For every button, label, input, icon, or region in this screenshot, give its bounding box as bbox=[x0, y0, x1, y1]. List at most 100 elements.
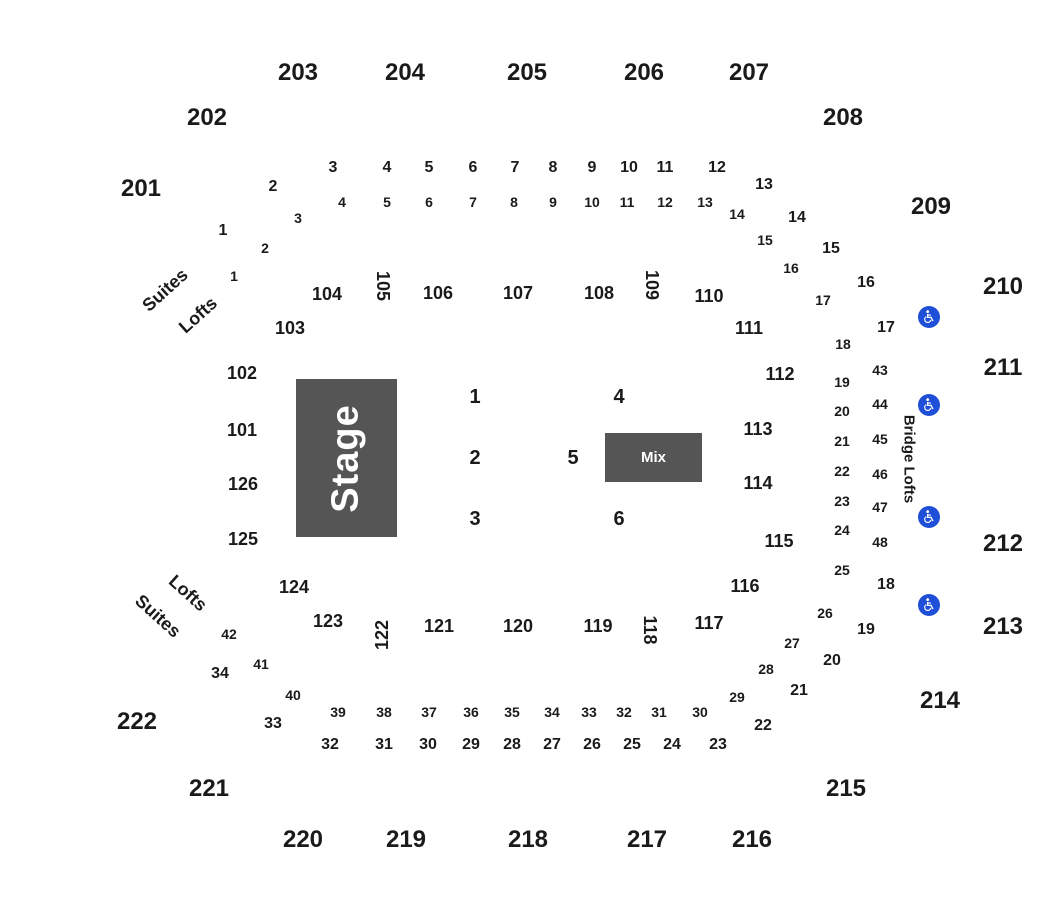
upper-section-210[interactable]: 210 bbox=[982, 273, 1024, 300]
lower-section-121[interactable]: 121 bbox=[423, 616, 455, 636]
suite-outer-11[interactable]: 11 bbox=[656, 159, 674, 176]
upper-section-203[interactable]: 203 bbox=[277, 59, 319, 86]
suite-inner-14[interactable]: 14 bbox=[729, 206, 745, 222]
lower-section-110[interactable]: 110 bbox=[694, 286, 724, 306]
suite-inner-37[interactable]: 37 bbox=[421, 704, 437, 720]
suite-outer-8[interactable]: 8 bbox=[548, 159, 558, 176]
lower-section-107[interactable]: 107 bbox=[502, 283, 534, 303]
lower-section-108[interactable]: 108 bbox=[583, 283, 615, 303]
lower-section-124[interactable]: 124 bbox=[278, 577, 310, 597]
suite-outer-31[interactable]: 31 bbox=[375, 736, 393, 753]
lower-section-115[interactable]: 115 bbox=[764, 531, 794, 551]
upper-section-205[interactable]: 205 bbox=[506, 59, 548, 86]
suite-inner-1[interactable]: 1 bbox=[230, 268, 238, 284]
upper-section-218[interactable]: 218 bbox=[507, 826, 549, 853]
suite-outer-15[interactable]: 15 bbox=[822, 240, 840, 257]
suite-inner-21[interactable]: 21 bbox=[834, 433, 850, 449]
upper-section-213[interactable]: 213 bbox=[982, 613, 1024, 640]
upper-section-214[interactable]: 214 bbox=[919, 687, 961, 714]
suite-inner-7[interactable]: 7 bbox=[469, 194, 477, 210]
suite-outer-1[interactable]: 1 bbox=[218, 222, 228, 239]
lower-section-123[interactable]: 123 bbox=[312, 611, 344, 631]
suite-inner-42[interactable]: 42 bbox=[221, 626, 237, 642]
suite-inner-27[interactable]: 27 bbox=[784, 635, 800, 651]
suite-inner-4[interactable]: 4 bbox=[338, 194, 346, 210]
suite-outer-14[interactable]: 14 bbox=[788, 209, 806, 226]
bridge-loft-45[interactable]: 45 bbox=[872, 431, 888, 447]
suite-outer-9[interactable]: 9 bbox=[587, 159, 597, 176]
suite-inner-30[interactable]: 30 bbox=[692, 704, 708, 720]
suite-outer-23[interactable]: 23 bbox=[709, 736, 727, 753]
lower-section-112[interactable]: 112 bbox=[765, 364, 795, 384]
lower-section-122[interactable]: 122 bbox=[372, 619, 392, 651]
suite-inner-5[interactable]: 5 bbox=[383, 194, 391, 210]
suite-outer-7[interactable]: 7 bbox=[510, 159, 520, 176]
floor-section-3[interactable]: 3 bbox=[469, 508, 481, 530]
suite-inner-39[interactable]: 39 bbox=[330, 704, 346, 720]
suite-outer-28[interactable]: 28 bbox=[503, 736, 521, 753]
suite-inner-16[interactable]: 16 bbox=[783, 260, 799, 276]
suite-outer-24[interactable]: 24 bbox=[663, 736, 681, 753]
suite-outer-5[interactable]: 5 bbox=[424, 159, 434, 176]
lower-section-105[interactable]: 105 bbox=[373, 270, 393, 302]
suite-inner-28[interactable]: 28 bbox=[758, 661, 774, 677]
lower-section-117[interactable]: 117 bbox=[694, 613, 724, 633]
suite-inner-29[interactable]: 29 bbox=[729, 689, 745, 705]
suite-inner-11[interactable]: 11 bbox=[619, 194, 635, 210]
suite-outer-20[interactable]: 20 bbox=[823, 652, 841, 669]
upper-section-201[interactable]: 201 bbox=[120, 175, 162, 202]
lower-section-119[interactable]: 119 bbox=[583, 616, 613, 636]
suite-inner-9[interactable]: 9 bbox=[549, 194, 557, 210]
lower-section-120[interactable]: 120 bbox=[502, 616, 534, 636]
suite-inner-15[interactable]: 15 bbox=[757, 232, 773, 248]
lower-section-114[interactable]: 114 bbox=[743, 473, 773, 493]
suite-inner-41[interactable]: 41 bbox=[253, 656, 269, 672]
suite-inner-31[interactable]: 31 bbox=[651, 704, 667, 720]
suite-inner-23[interactable]: 23 bbox=[834, 493, 850, 509]
suite-inner-8[interactable]: 8 bbox=[510, 194, 518, 210]
upper-section-222[interactable]: 222 bbox=[116, 708, 158, 735]
suite-inner-18[interactable]: 18 bbox=[835, 336, 851, 352]
lower-section-126[interactable]: 126 bbox=[227, 474, 259, 494]
suite-outer-10[interactable]: 10 bbox=[620, 159, 638, 176]
upper-section-209[interactable]: 209 bbox=[910, 193, 952, 220]
upper-section-215[interactable]: 215 bbox=[825, 775, 867, 802]
suite-outer-13[interactable]: 13 bbox=[755, 176, 773, 193]
lower-section-106[interactable]: 106 bbox=[422, 283, 454, 303]
suite-outer-27[interactable]: 27 bbox=[543, 736, 561, 753]
suite-outer-3[interactable]: 3 bbox=[328, 159, 338, 176]
suite-outer-25[interactable]: 25 bbox=[623, 736, 641, 753]
upper-section-202[interactable]: 202 bbox=[186, 104, 228, 131]
suite-inner-26[interactable]: 26 bbox=[817, 605, 833, 621]
suite-inner-3[interactable]: 3 bbox=[294, 210, 302, 226]
floor-section-5[interactable]: 5 bbox=[567, 447, 579, 469]
suite-inner-33[interactable]: 33 bbox=[581, 704, 597, 720]
suite-inner-38[interactable]: 38 bbox=[376, 704, 392, 720]
suite-inner-25[interactable]: 25 bbox=[834, 562, 850, 578]
suite-outer-4[interactable]: 4 bbox=[382, 159, 392, 176]
suite-outer-6[interactable]: 6 bbox=[468, 159, 478, 176]
suite-inner-17[interactable]: 17 bbox=[815, 292, 831, 308]
bridge-loft-47[interactable]: 47 bbox=[872, 499, 888, 515]
upper-section-220[interactable]: 220 bbox=[282, 826, 324, 853]
suite-inner-2[interactable]: 2 bbox=[261, 240, 269, 256]
bridge-loft-44[interactable]: 44 bbox=[872, 396, 888, 412]
suite-inner-35[interactable]: 35 bbox=[504, 704, 520, 720]
lower-section-111[interactable]: 111 bbox=[734, 318, 764, 338]
upper-section-211[interactable]: 211 bbox=[983, 354, 1023, 381]
suite-inner-40[interactable]: 40 bbox=[285, 687, 301, 703]
upper-section-212[interactable]: 212 bbox=[982, 530, 1024, 557]
upper-section-219[interactable]: 219 bbox=[385, 826, 427, 853]
suite-inner-13[interactable]: 13 bbox=[697, 194, 713, 210]
suite-outer-30[interactable]: 30 bbox=[419, 736, 437, 753]
lower-section-109[interactable]: 109 bbox=[642, 269, 662, 301]
suite-inner-34[interactable]: 34 bbox=[544, 704, 560, 720]
suite-inner-22[interactable]: 22 bbox=[834, 463, 850, 479]
suite-outer-19[interactable]: 19 bbox=[857, 621, 875, 638]
lower-section-103[interactable]: 103 bbox=[274, 318, 306, 338]
suite-inner-32[interactable]: 32 bbox=[616, 704, 632, 720]
floor-section-2[interactable]: 2 bbox=[469, 447, 481, 469]
upper-section-221[interactable]: 221 bbox=[188, 775, 230, 802]
suite-outer-22[interactable]: 22 bbox=[754, 717, 772, 734]
suite-inner-20[interactable]: 20 bbox=[834, 403, 850, 419]
